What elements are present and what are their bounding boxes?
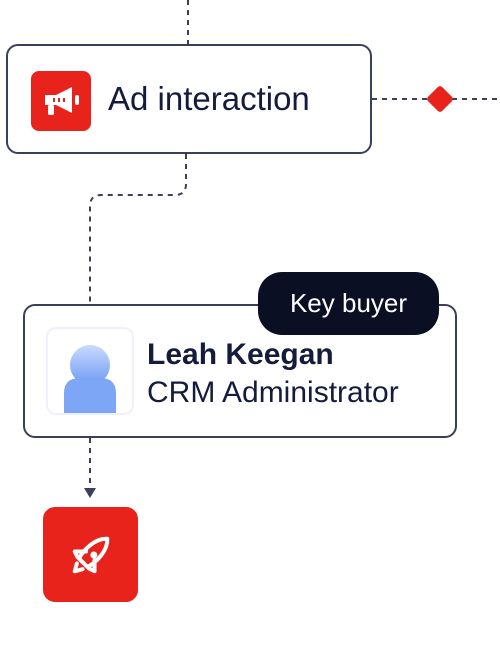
person-node[interactable]: Leah Keegan CRM Administrator: [23, 304, 457, 438]
diamond-marker: [427, 86, 453, 112]
connector-ad-to-person: [89, 154, 187, 304]
avatar: [46, 327, 134, 415]
person-role: CRM Administrator: [147, 376, 399, 409]
rocket-icon: [72, 536, 109, 573]
key-buyer-badge: Key buyer: [258, 272, 439, 335]
ad-interaction-label: Ad interaction: [108, 80, 310, 117]
arrow-head: [84, 488, 96, 498]
person-name: Leah Keegan: [147, 338, 334, 371]
ad-interaction-node[interactable]: Ad interaction: [6, 44, 372, 154]
person-icon: [64, 345, 116, 413]
megaphone-icon: [31, 71, 91, 131]
rocket-node[interactable]: [43, 507, 138, 602]
